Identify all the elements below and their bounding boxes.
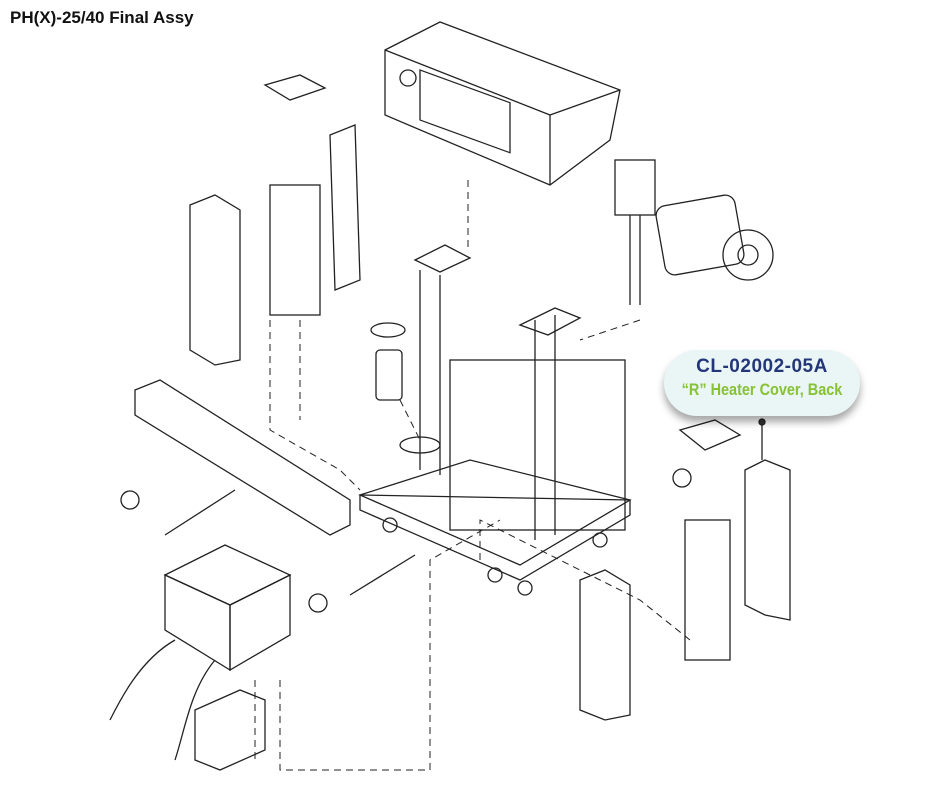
right-heater-assembly bbox=[579, 419, 791, 721]
part-callout: CL-02002-05A “R” Heater Cover, Back bbox=[664, 350, 860, 416]
hose-manifold bbox=[120, 379, 416, 613]
transformer-box bbox=[109, 544, 292, 771]
motor-pump bbox=[614, 159, 774, 305]
callout-description: “R” Heater Cover, Back bbox=[681, 380, 843, 399]
frame-cart bbox=[358, 244, 632, 596]
diagram-title: PH(X)-25/40 Final Assy bbox=[10, 8, 194, 27]
callout-part-number: CL-02002-05A bbox=[696, 356, 828, 377]
callout-leader-dot bbox=[758, 418, 766, 426]
left-heater-assembly bbox=[189, 74, 361, 366]
assembly-dashed-lines bbox=[254, 180, 691, 771]
hopper-can bbox=[370, 322, 441, 454]
control-box bbox=[384, 21, 621, 186]
